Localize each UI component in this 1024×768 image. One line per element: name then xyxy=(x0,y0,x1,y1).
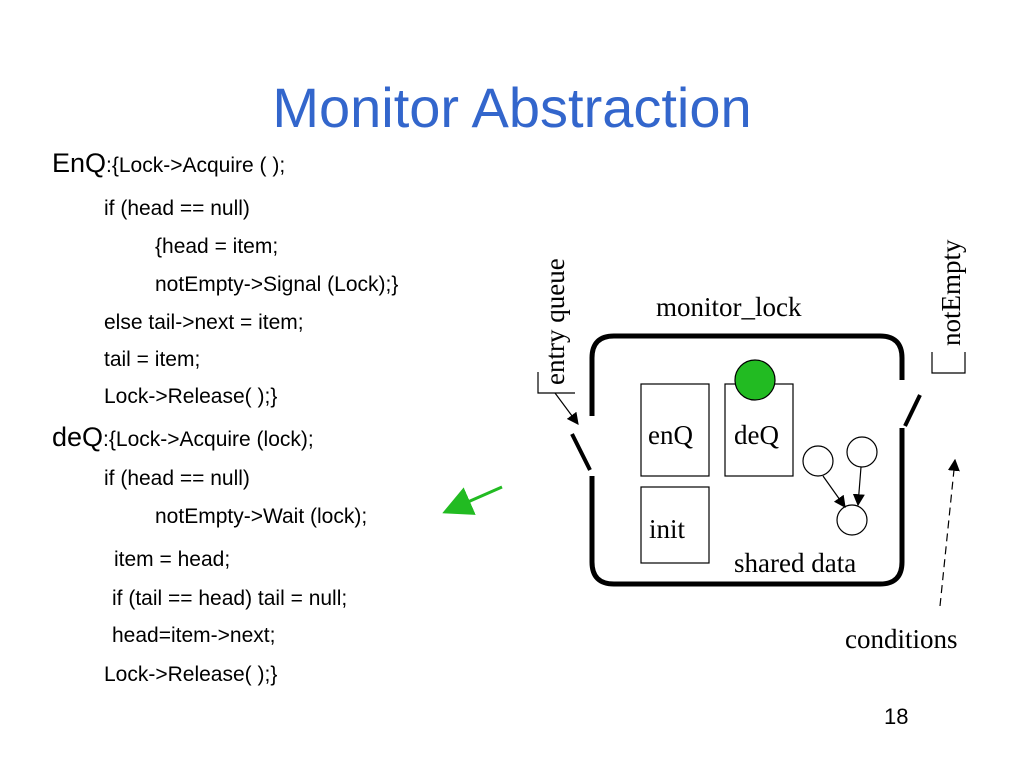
entry-queue-arrow xyxy=(554,392,579,425)
conditions-arrow xyxy=(939,458,960,607)
deq-line-5: head=item->next; xyxy=(112,624,276,647)
shared-data-label: shared data xyxy=(734,548,857,578)
entry-queue-bracket xyxy=(537,372,575,394)
enq-line-4: else tail->next = item; xyxy=(104,311,304,334)
current-line-arrow xyxy=(442,485,503,515)
deq-box-label: deQ xyxy=(734,420,779,450)
monitor-outline xyxy=(589,333,905,587)
deq-line-2: notEmpty->Wait (lock); xyxy=(155,505,368,528)
enq-header: EnQ:{Lock->Acquire ( ); xyxy=(52,150,285,179)
enq-line-3: notEmpty->Signal (Lock);} xyxy=(155,273,399,296)
enq-line-2: {head = item; xyxy=(155,235,279,258)
enq-line-1: if (head == null) xyxy=(104,197,250,220)
deq-line-3: item = head; xyxy=(114,548,231,571)
init-box-label: init xyxy=(649,514,686,544)
not-empty-bracket xyxy=(931,352,966,374)
deq-line-1: if (head == null) xyxy=(104,467,250,490)
entry-gate xyxy=(570,433,592,471)
entry-queue-label: entry queue xyxy=(540,258,570,385)
init-box xyxy=(640,486,710,564)
enq-line-5: tail = item; xyxy=(104,348,201,371)
shared-data-node-1 xyxy=(802,445,834,477)
shared-data-link-1 xyxy=(822,475,846,508)
not-empty-label: notEmpty xyxy=(936,239,966,347)
exit-gate xyxy=(903,394,922,427)
conditions-label: conditions xyxy=(845,624,958,654)
lock-token xyxy=(734,359,776,401)
deq-name: deQ xyxy=(52,422,104,452)
enq-box-label: enQ xyxy=(648,420,693,450)
enq-acquire: :{Lock->Acquire ( ); xyxy=(106,154,286,177)
monitor-lock-label: monitor_lock xyxy=(656,292,802,322)
shared-data-node-3 xyxy=(836,504,868,536)
enq-box xyxy=(640,383,710,477)
enq-name: EnQ xyxy=(52,148,107,178)
enq-line-6: Lock->Release( );} xyxy=(104,385,278,408)
deq-line-6: Lock->Release( );} xyxy=(104,663,278,686)
shared-data-node-2 xyxy=(846,436,878,468)
deq-line-4: if (tail == head) tail = null; xyxy=(112,587,348,610)
deq-acquire: :{Lock->Acquire (lock); xyxy=(103,428,314,451)
page-number: 18 xyxy=(884,704,909,729)
shared-data-link-2 xyxy=(852,466,865,507)
slide-title: Monitor Abstraction xyxy=(272,76,752,139)
deq-header: deQ:{Lock->Acquire (lock); xyxy=(52,424,314,453)
